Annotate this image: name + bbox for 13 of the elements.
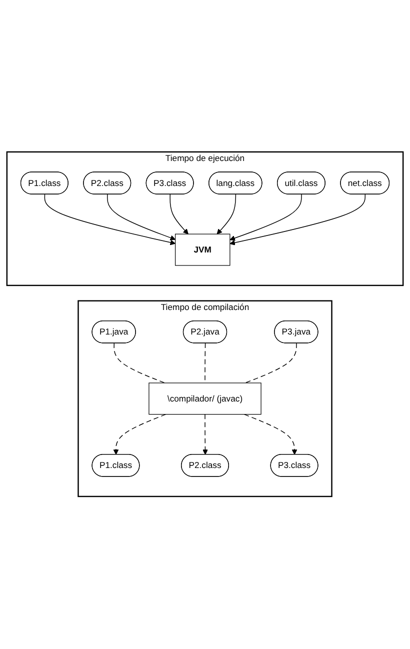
arrow — [113, 414, 166, 456]
connector — [114, 343, 166, 384]
arrow — [216, 194, 236, 235]
node-box: \compilador/ (javac) — [148, 382, 262, 415]
arrow — [107, 194, 176, 241]
node-box: JVM — [174, 234, 230, 266]
arrow — [244, 414, 298, 456]
arrow — [230, 194, 366, 246]
arrow — [170, 194, 188, 235]
arrow — [44, 194, 176, 246]
connector — [244, 343, 297, 384]
arrow — [230, 194, 302, 242]
arrow — [202, 414, 208, 456]
